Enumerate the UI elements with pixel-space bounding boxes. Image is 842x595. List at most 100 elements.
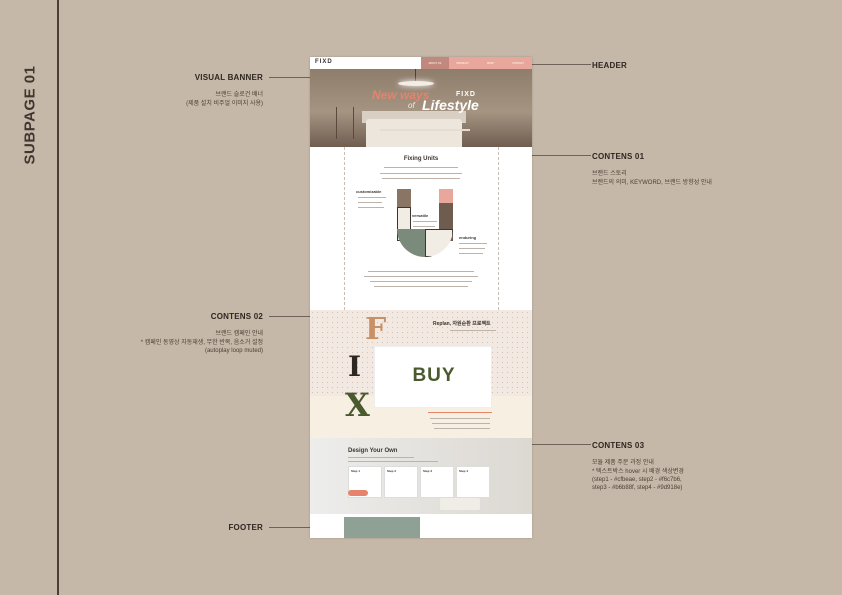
step-label: Step 4 bbox=[459, 469, 469, 473]
nav-item-contact[interactable]: CONTACT bbox=[512, 61, 525, 65]
step-label: Step 2 bbox=[387, 469, 397, 473]
step-card-3[interactable]: Step 3 bbox=[420, 466, 454, 498]
campaign-heading: Replan, 자원순환 프로젝트 bbox=[433, 321, 491, 327]
order-button[interactable] bbox=[348, 490, 368, 496]
leader-line bbox=[269, 316, 310, 317]
annotation-line: (제품 설치 비주얼 이미지 사용) bbox=[186, 100, 263, 107]
furniture-image bbox=[440, 498, 480, 510]
annotation-title: FOOTER bbox=[228, 523, 263, 532]
contens02-section: F I X Replan, 자원순환 프로젝트 BUY bbox=[310, 310, 532, 438]
banner-slogan-3: Lifestyle bbox=[422, 97, 479, 113]
guide-line bbox=[344, 147, 345, 310]
text-placeholder bbox=[358, 202, 382, 204]
nav-item-shop[interactable]: SHOP bbox=[486, 61, 494, 65]
text-placeholder bbox=[459, 248, 485, 250]
lamp-cord bbox=[415, 69, 416, 82]
annotation-contens01: CONTENS 01 브랜드 스토리 브랜드의 의미, KEYWORD, 브랜드… bbox=[592, 151, 712, 187]
banner-slogan-1: New ways bbox=[372, 88, 430, 102]
contens03-section: Design Your Own Step 1 Step 2 Step 3 Ste… bbox=[310, 438, 532, 514]
section-heading: Design Your Own bbox=[348, 448, 398, 454]
annotation-title: CONTENS 03 bbox=[592, 441, 645, 450]
banner-shelf bbox=[336, 107, 354, 139]
text-placeholder bbox=[430, 418, 490, 420]
step-label: Step 1 bbox=[351, 469, 361, 473]
mockup-footer bbox=[310, 514, 532, 538]
annotation-footer: FOOTER bbox=[228, 522, 263, 533]
section-heading: Fixing Units bbox=[403, 156, 439, 162]
pendant-lamp bbox=[398, 81, 434, 86]
page-mockup: FIXD ABOUT US PRODUCT SHOP CONTACT New w… bbox=[310, 57, 532, 538]
annotation-title: CONTENS 01 bbox=[592, 152, 645, 161]
nav-item-product[interactable]: PRODUCT bbox=[456, 61, 469, 65]
leader-line bbox=[269, 527, 310, 528]
campaign-letter-x: X bbox=[345, 386, 370, 424]
text-placeholder bbox=[364, 276, 478, 278]
annotation-title: CONTENS 02 bbox=[210, 312, 263, 321]
leader-line bbox=[515, 444, 591, 445]
text-placeholder bbox=[459, 243, 487, 245]
leader-line bbox=[515, 64, 591, 65]
text-placeholder bbox=[428, 412, 492, 414]
nav-item-about[interactable]: ABOUT US bbox=[421, 57, 449, 69]
text-placeholder bbox=[370, 281, 472, 283]
text-placeholder bbox=[380, 173, 462, 175]
text-placeholder bbox=[384, 167, 458, 169]
banner-brand: FIXD bbox=[456, 91, 476, 98]
contens01-section: Fixing Units customizable versatile endu… bbox=[310, 147, 532, 310]
text-placeholder bbox=[413, 221, 437, 223]
banner-bed bbox=[366, 119, 462, 147]
mockup-header: FIXD ABOUT US PRODUCT SHOP CONTACT bbox=[310, 57, 532, 69]
mockup-logo[interactable]: FIXD bbox=[315, 59, 333, 65]
annotation-line: (step1 - #cfbeae, step2 - #f6c7b6, bbox=[592, 476, 682, 483]
annotation-line: * 텍스트박스 hover 시 배경 색상변경 bbox=[592, 468, 684, 475]
annotation-line: 브랜드 캠페인 안내 bbox=[215, 331, 264, 338]
annotation-line: 브랜드 스토리 bbox=[592, 171, 627, 178]
annotation-line: step3 - #b6b88f, step4 - #9d918e) bbox=[592, 485, 683, 492]
text-placeholder bbox=[382, 178, 460, 180]
annotation-line: 모듈 제품 주문 과정 안내 bbox=[592, 460, 654, 467]
text-placeholder bbox=[450, 330, 496, 332]
campaign-letter-i: I bbox=[348, 350, 362, 383]
visual-banner: New ways of Lifestyle FIXD bbox=[310, 69, 532, 147]
annotation-contens02: CONTENS 02 브랜드 캠페인 안내 * 캠페인 동영상 자동재생, 무한… bbox=[141, 311, 263, 355]
footer-links-block bbox=[420, 517, 498, 538]
text-placeholder bbox=[459, 253, 483, 255]
step-card-4[interactable]: Step 4 bbox=[456, 466, 490, 498]
annotation-visual-banner: VISUAL BANNER 브랜드 슬로건 배너 (제품 설치 비주얼 이미지 … bbox=[186, 72, 263, 108]
banner-subtext bbox=[380, 129, 470, 131]
annotation-title: VISUAL BANNER bbox=[194, 73, 263, 82]
text-placeholder bbox=[368, 271, 474, 273]
annotation-line: 브랜드 슬로건 배너 bbox=[215, 92, 264, 99]
text-placeholder bbox=[358, 207, 384, 209]
text-placeholder bbox=[432, 423, 490, 425]
text-placeholder bbox=[374, 286, 468, 288]
keyword-versatile: versatile bbox=[412, 213, 429, 218]
campaign-letter-f: F bbox=[365, 312, 387, 347]
keyword-enduring: enduring bbox=[459, 235, 477, 240]
campaign-video-title: BUY bbox=[412, 365, 456, 386]
annotation-line: (autoplay loop muted) bbox=[204, 347, 263, 354]
mockup-nav: ABOUT US PRODUCT SHOP CONTACT bbox=[421, 57, 532, 69]
campaign-video[interactable]: BUY bbox=[374, 346, 492, 408]
step-card-2[interactable]: Step 2 bbox=[384, 466, 418, 498]
annotation-line: 브랜드의 의미, KEYWORD, 브랜드 방향성 안내 bbox=[592, 179, 712, 186]
annotation-header: HEADER bbox=[592, 60, 627, 71]
page-title: SUBPAGE 01 bbox=[21, 65, 39, 165]
text-placeholder bbox=[348, 457, 414, 459]
text-placeholder bbox=[413, 226, 435, 228]
text-placeholder bbox=[348, 461, 438, 463]
leader-line bbox=[515, 155, 591, 156]
text-placeholder bbox=[434, 428, 490, 430]
step-label: Step 3 bbox=[423, 469, 433, 473]
text-placeholder bbox=[358, 197, 386, 199]
annotation-contens03: CONTENS 03 모듈 제품 주문 과정 안내 * 텍스트박스 hover … bbox=[592, 440, 684, 493]
leader-line bbox=[269, 77, 310, 78]
guide-line bbox=[498, 147, 499, 310]
banner-slogan-2: of bbox=[408, 101, 415, 110]
annotation-line: * 캠페인 동영상 자동재생, 무한 반복, 음소거 설정 bbox=[140, 339, 263, 346]
footer-info-block bbox=[344, 517, 420, 538]
left-sidebar bbox=[0, 0, 59, 595]
keyword-customizable: customizable bbox=[356, 189, 382, 194]
annotation-title: HEADER bbox=[592, 61, 627, 70]
u-letter-bottom bbox=[397, 229, 453, 257]
